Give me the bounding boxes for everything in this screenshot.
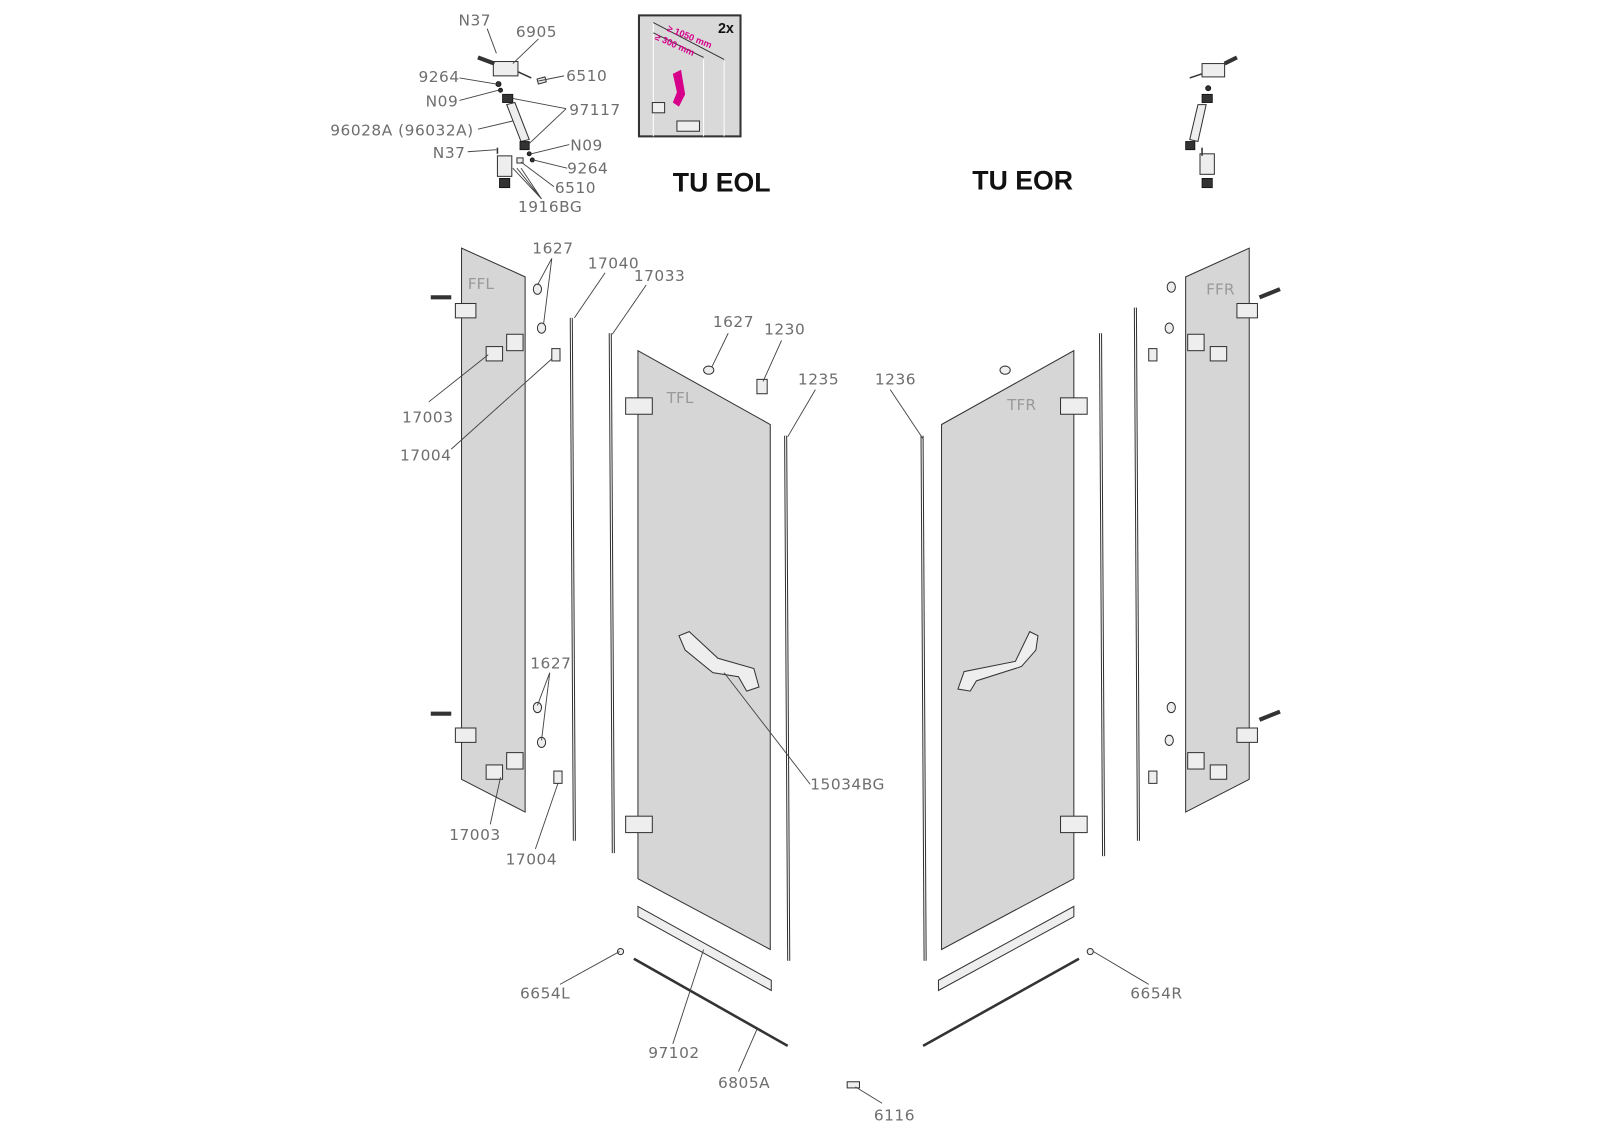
rod-left: [633, 957, 789, 1047]
seal-strips: [569, 307, 1140, 961]
hinge-arm-96028a: [505, 101, 530, 143]
label-9264-top: 9264: [418, 68, 459, 86]
handle-left: [678, 631, 760, 692]
handle-right: [957, 630, 1039, 692]
label-1627-top: 1627: [532, 239, 573, 257]
label-96028a: 96028A (96032A): [330, 121, 473, 139]
label-1235: 1235: [798, 371, 839, 389]
part-6116: [846, 1081, 860, 1089]
label-n37-bottom: N37: [433, 144, 466, 162]
label-6654l: 6654L: [520, 985, 570, 1003]
label-6905: 6905: [516, 23, 557, 41]
panel-label-ffr: FFR: [1206, 280, 1235, 298]
label-6116: 6116: [874, 1107, 915, 1125]
bottom-seal-right: [937, 905, 1075, 992]
label-97117: 97117: [569, 101, 620, 119]
installation-inset: ≥ 1050 mm ≥ 300 mm 2x: [637, 14, 742, 138]
label-1627-bottom: 1627: [530, 655, 571, 673]
panel-label-tfr: TFR: [1006, 396, 1036, 414]
part-labels: N37 6905 9264 6510 N09 97117 96028A (960…: [330, 12, 1182, 1125]
label-n37-top: N37: [458, 12, 491, 30]
label-1236: 1236: [875, 371, 916, 389]
bottom-seal-left: [637, 905, 772, 992]
rod-right: [922, 957, 1080, 1047]
label-6654r: 6654R: [1130, 985, 1182, 1003]
hinge-bracket-6905: [492, 61, 519, 77]
door-panel-right: [941, 349, 1075, 951]
label-17004-top: 17004: [400, 446, 451, 464]
inset-count: 2x: [718, 21, 734, 37]
panel-label-tfl: TFL: [666, 389, 694, 407]
label-n09-top: N09: [426, 93, 459, 111]
hinges: [430, 281, 1281, 834]
label-17033: 17033: [634, 267, 685, 285]
label-17040: 17040: [588, 255, 639, 273]
label-1230: 1230: [764, 320, 805, 338]
panel-label-ffl: FFL: [468, 275, 495, 293]
fixed-panel-right: [1185, 247, 1250, 813]
label-17003-top: 17003: [402, 408, 453, 426]
label-6510-top: 6510: [566, 67, 607, 85]
label-15034bg: 15034BG: [810, 776, 885, 794]
label-17003-bottom: 17003: [449, 826, 500, 844]
label-9264-bottom: 9264: [567, 159, 608, 177]
screw: [477, 55, 496, 66]
label-n09-bottom: N09: [570, 137, 603, 155]
leader-lines: [428, 28, 1149, 1104]
label-1627-door: 1627: [713, 313, 754, 331]
label-1916bg: 1916BG: [518, 198, 582, 216]
title-right-variant: TU EOR: [972, 166, 1073, 196]
label-6510-bottom: 6510: [555, 179, 596, 197]
hinge-assembly-detail-right: [1185, 55, 1238, 189]
fixed-panel-left: [461, 247, 526, 813]
title-left-variant: TU EOL: [673, 168, 771, 198]
drill-marker: [672, 69, 686, 107]
label-97102: 97102: [648, 1044, 699, 1062]
hinge-assembly-detail: [477, 55, 547, 189]
label-17004-bottom: 17004: [506, 850, 557, 868]
label-6805a: 6805A: [718, 1074, 770, 1092]
